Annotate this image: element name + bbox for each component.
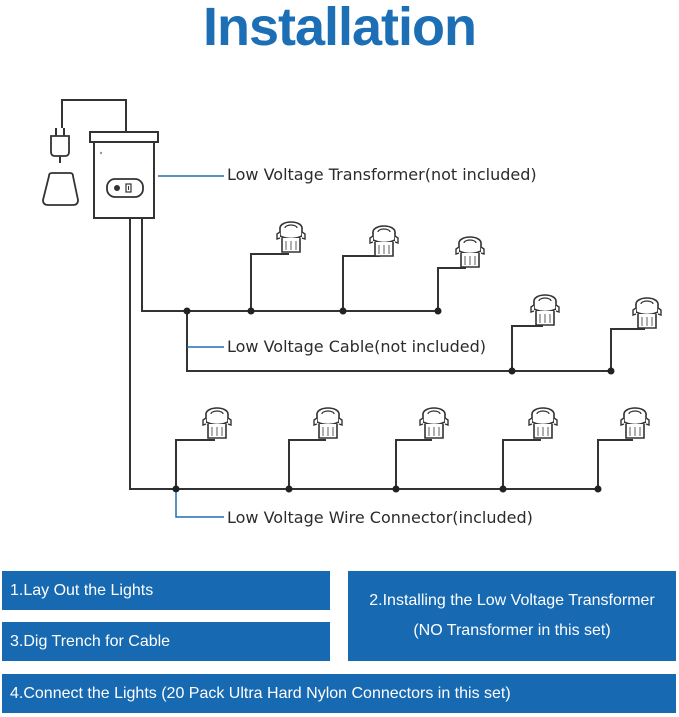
light-fixture-icon	[632, 297, 662, 329]
cable-label: Low Voltage Cable(not included)	[227, 337, 487, 356]
step-lay-out-lights: 1.Lay Out the Lights	[2, 571, 330, 610]
step-install-transformer-line1: 2.Installing the Low Voltage Transformer	[369, 592, 655, 609]
step-connect-lights: 4.Connect the Lights (20 Pack Ultra Hard…	[2, 674, 676, 713]
wire-runs	[129, 218, 645, 490]
light-fixture-icon	[530, 294, 560, 326]
connector-callout-line	[175, 492, 224, 518]
step-install-transformer: 2.Installing the Low Voltage Transformer…	[348, 571, 676, 661]
light-fixture-icon	[202, 407, 232, 439]
wire-junction-dot	[172, 307, 615, 493]
step-dig-trench: 3.Dig Trench for Cable	[2, 622, 330, 661]
light-fixture-icon	[455, 236, 485, 268]
plug-icon	[50, 99, 127, 163]
light-fixture-icon	[369, 225, 399, 257]
connector-label: Low Voltage Wire Connector(included)	[227, 508, 533, 527]
light-fixture-icon	[528, 407, 558, 439]
transformer-box-icon	[89, 131, 159, 219]
light-fixture-icon	[313, 407, 343, 439]
light-fixture-icon	[620, 407, 650, 439]
light-fixture-icon	[276, 221, 306, 253]
light-fixture-icon	[419, 407, 449, 439]
outlet-icon	[42, 172, 79, 206]
transformer-label: Low Voltage Transformer(not included)	[227, 165, 537, 184]
page-title: Installation	[202, 0, 477, 57]
step-install-transformer-line2: (NO Transformer in this set)	[413, 622, 611, 639]
